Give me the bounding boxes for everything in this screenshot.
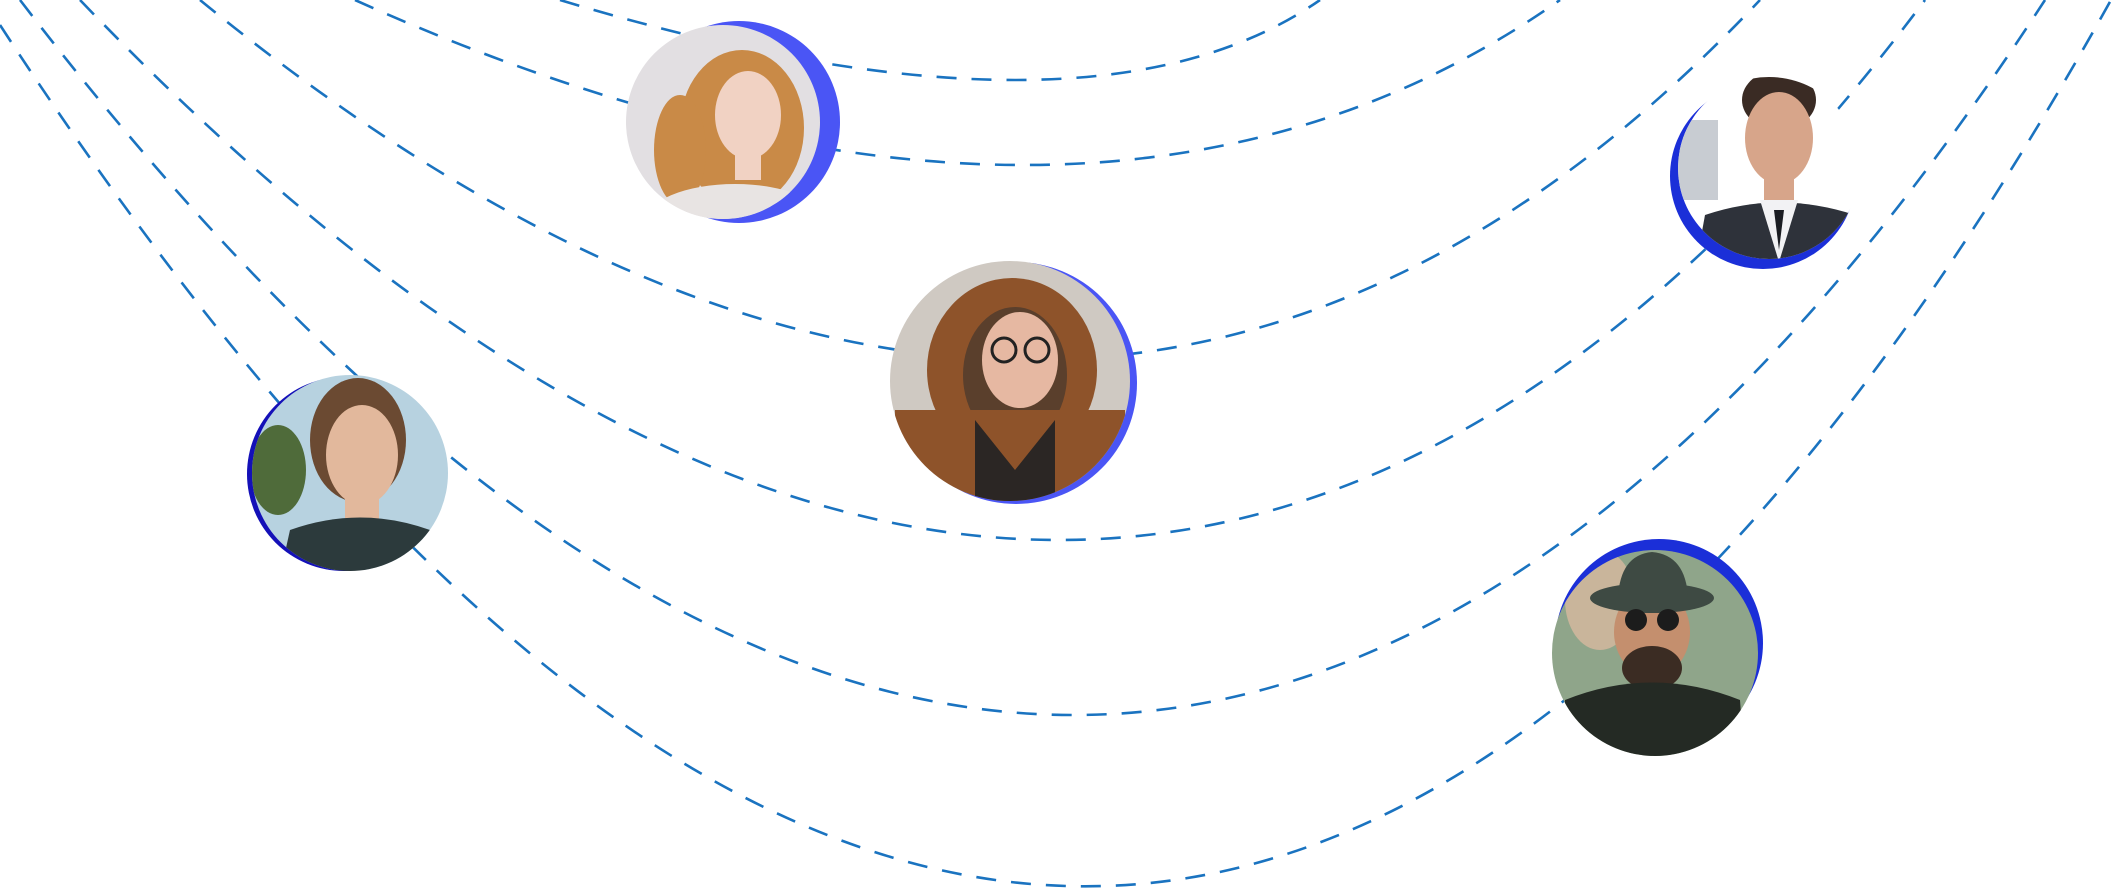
avatar-woman-hood[interactable] <box>885 255 1137 520</box>
dashed-arc-4 <box>79 0 1927 542</box>
avatar-man-hat[interactable] <box>1545 539 1765 770</box>
portrait-man-suit-icon <box>1678 77 1860 259</box>
dashed-arc-2 <box>354 0 1561 167</box>
avatar-man-longhair[interactable] <box>247 370 450 575</box>
avatar-woman-blonde[interactable] <box>620 20 840 260</box>
avatar-man-suit[interactable] <box>1670 70 1870 270</box>
dashed-arc-5 <box>18 0 2047 717</box>
portrait-man-longhair-icon <box>252 375 448 571</box>
